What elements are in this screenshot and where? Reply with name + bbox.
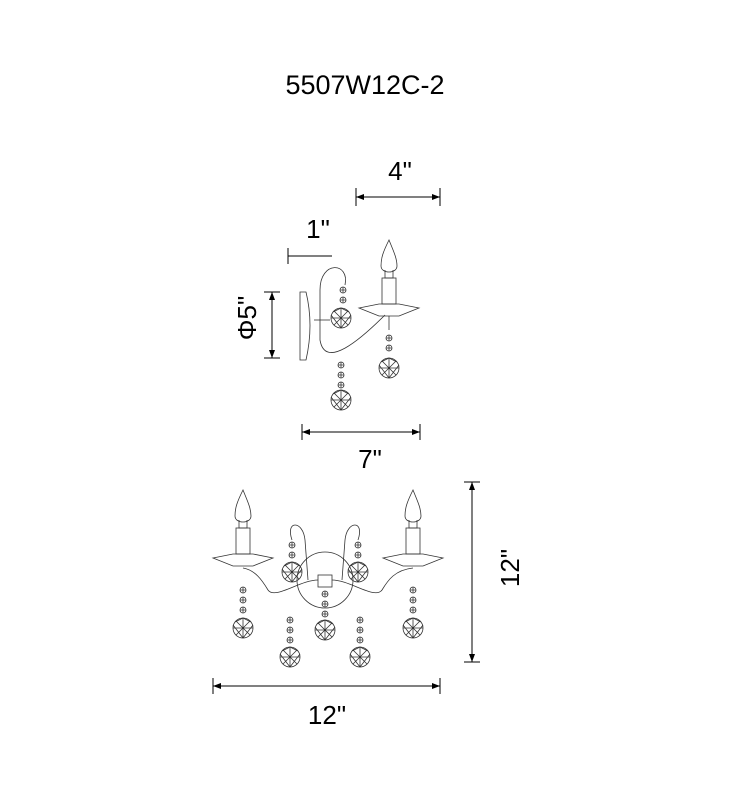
top-width-label: 4" bbox=[388, 156, 412, 186]
dimension-height: 12" bbox=[464, 481, 525, 663]
wall-offset-label: 1" bbox=[306, 214, 330, 244]
dimension-backplate-diameter: Φ5" bbox=[232, 291, 280, 359]
dimension-width: 12" bbox=[212, 678, 441, 730]
dimension-top-width: 4" bbox=[355, 156, 441, 206]
depth-label: 7" bbox=[358, 444, 382, 474]
dimension-depth: 7" bbox=[301, 424, 421, 474]
width-label: 12" bbox=[308, 700, 346, 730]
product-code-title: 5507W12C-2 bbox=[285, 70, 444, 100]
front-view-fixture bbox=[212, 489, 444, 668]
backplate-diameter-label: Φ5" bbox=[232, 296, 262, 340]
side-view: 4" 1" Φ5" 7" bbox=[232, 156, 441, 474]
dimension-wall-offset: 1" bbox=[287, 214, 332, 264]
side-view-fixture bbox=[299, 239, 420, 411]
front-view: 12" 12" bbox=[212, 481, 525, 730]
height-label: 12" bbox=[495, 549, 525, 587]
